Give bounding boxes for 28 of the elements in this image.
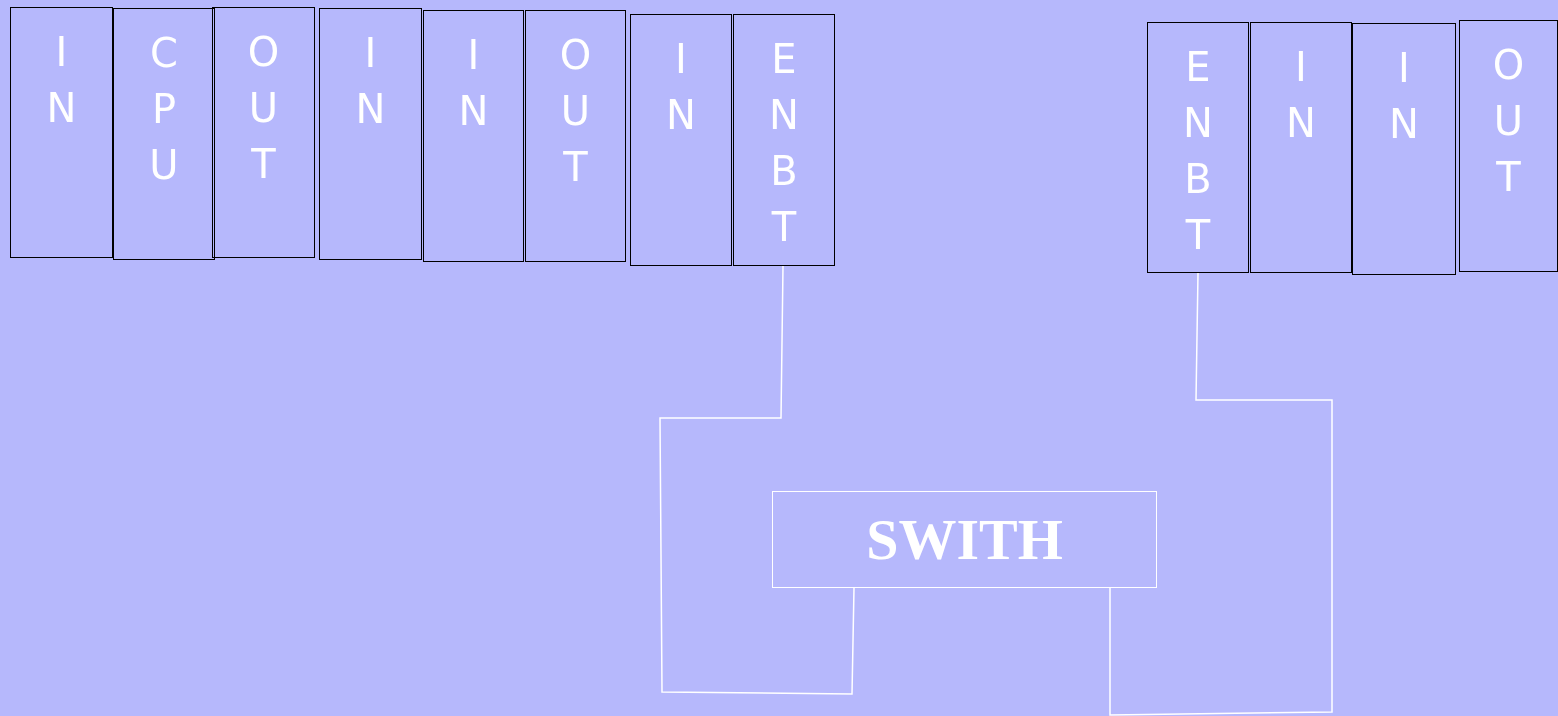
module-label: IN [665, 35, 697, 140]
module-label: IN [457, 31, 490, 136]
module-label: ENBT [1182, 43, 1214, 260]
module-box [525, 10, 626, 262]
module-label: CPU [148, 29, 180, 190]
connector-line [1109, 272, 1333, 716]
module-box [423, 10, 524, 262]
module-box [733, 14, 835, 266]
module-box [10, 7, 113, 258]
module-box [630, 14, 732, 266]
switch-label: SWITH [866, 506, 1063, 573]
module-box [319, 8, 422, 260]
module-label: OUT [246, 28, 281, 189]
switch-box [772, 491, 1157, 588]
module-label: IN [1388, 44, 1420, 149]
module-label: OUT [558, 31, 593, 192]
connector-line [659, 265, 855, 695]
module-label: ENBT [768, 35, 800, 252]
module-box [1459, 20, 1558, 272]
module-label: IN [45, 28, 78, 133]
module-label: OUT [1491, 41, 1526, 202]
module-label: IN [1285, 43, 1317, 148]
module-box [1352, 23, 1456, 275]
module-label: IN [354, 29, 387, 134]
module-box [1147, 22, 1249, 273]
module-box [212, 7, 315, 258]
module-box [1250, 22, 1352, 273]
module-box [113, 8, 215, 260]
